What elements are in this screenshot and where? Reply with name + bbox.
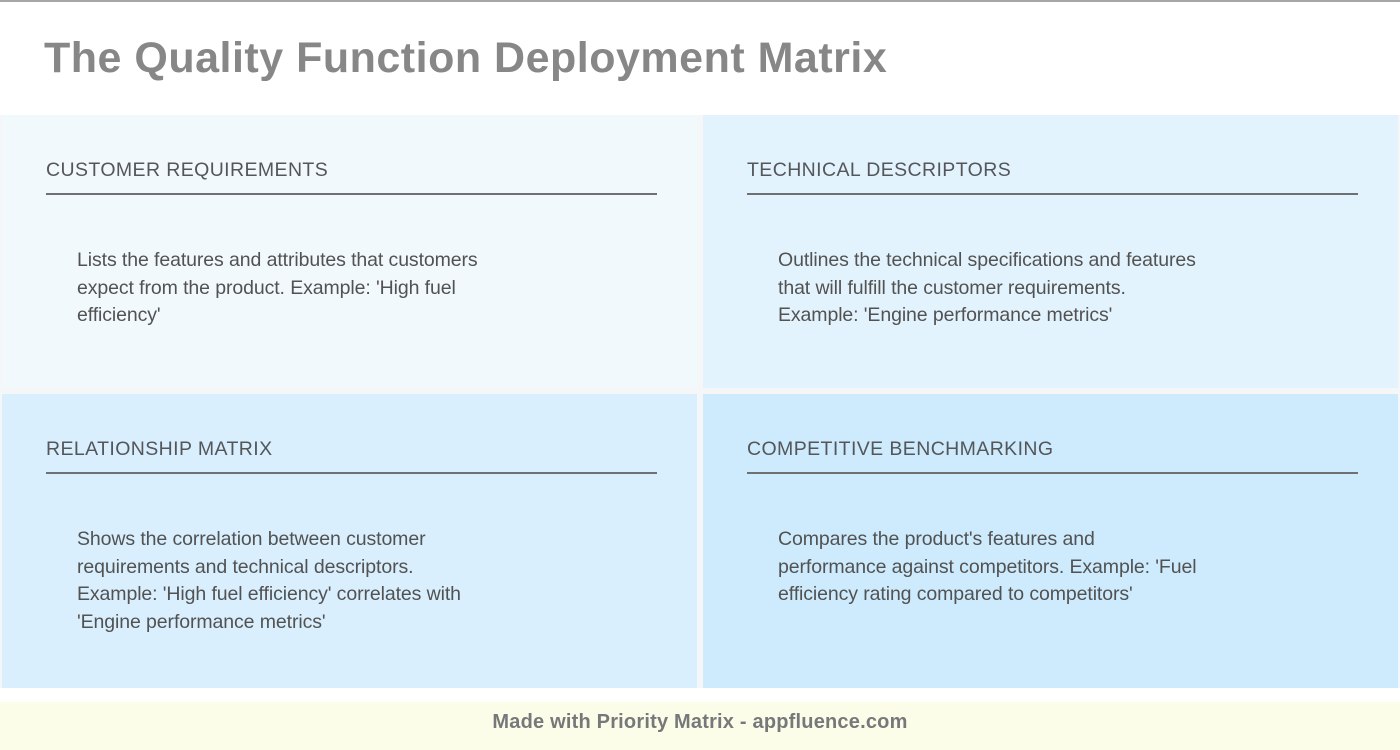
quadrant-title-relationship-matrix: RELATIONSHIP MATRIX bbox=[46, 438, 657, 474]
quadrant-title-technical-descriptors: TECHNICAL DESCRIPTORS bbox=[747, 159, 1358, 195]
footer: Made with Priority Matrix - appfluence.c… bbox=[0, 702, 1400, 750]
page-title: The Quality Function Deployment Matrix bbox=[44, 34, 888, 82]
quadrant-description-competitive-benchmarking: Compares the product's features and perf… bbox=[778, 528, 1197, 605]
quadrant-relationship-matrix: RELATIONSHIP MATRIX Shows the correlatio… bbox=[2, 394, 697, 688]
quadrant-description-technical-descriptors: Outlines the technical specifications an… bbox=[778, 249, 1196, 326]
footer-branding-text: Made with Priority Matrix - appfluence.c… bbox=[492, 711, 908, 733]
quadrant-technical-descriptors: TECHNICAL DESCRIPTORS Outlines the techn… bbox=[703, 115, 1398, 388]
quadrant-customer-requirements: CUSTOMER REQUIREMENTS Lists the features… bbox=[2, 115, 697, 388]
quadrant-title-competitive-benchmarking: COMPETITIVE BENCHMARKING bbox=[747, 438, 1358, 474]
quadrant-competitive-benchmarking: COMPETITIVE BENCHMARKING Compares the pr… bbox=[703, 394, 1398, 688]
quadrant-description-customer-requirements: Lists the features and attributes that c… bbox=[77, 249, 478, 326]
quadrant-description-relationship-matrix: Shows the correlation between customer r… bbox=[77, 528, 461, 633]
quadrant-grid: CUSTOMER REQUIREMENTS Lists the features… bbox=[0, 115, 1400, 688]
quadrant-title-customer-requirements: CUSTOMER REQUIREMENTS bbox=[46, 159, 657, 195]
page-header: The Quality Function Deployment Matrix bbox=[0, 2, 1400, 115]
footer-spacer bbox=[0, 688, 1400, 702]
